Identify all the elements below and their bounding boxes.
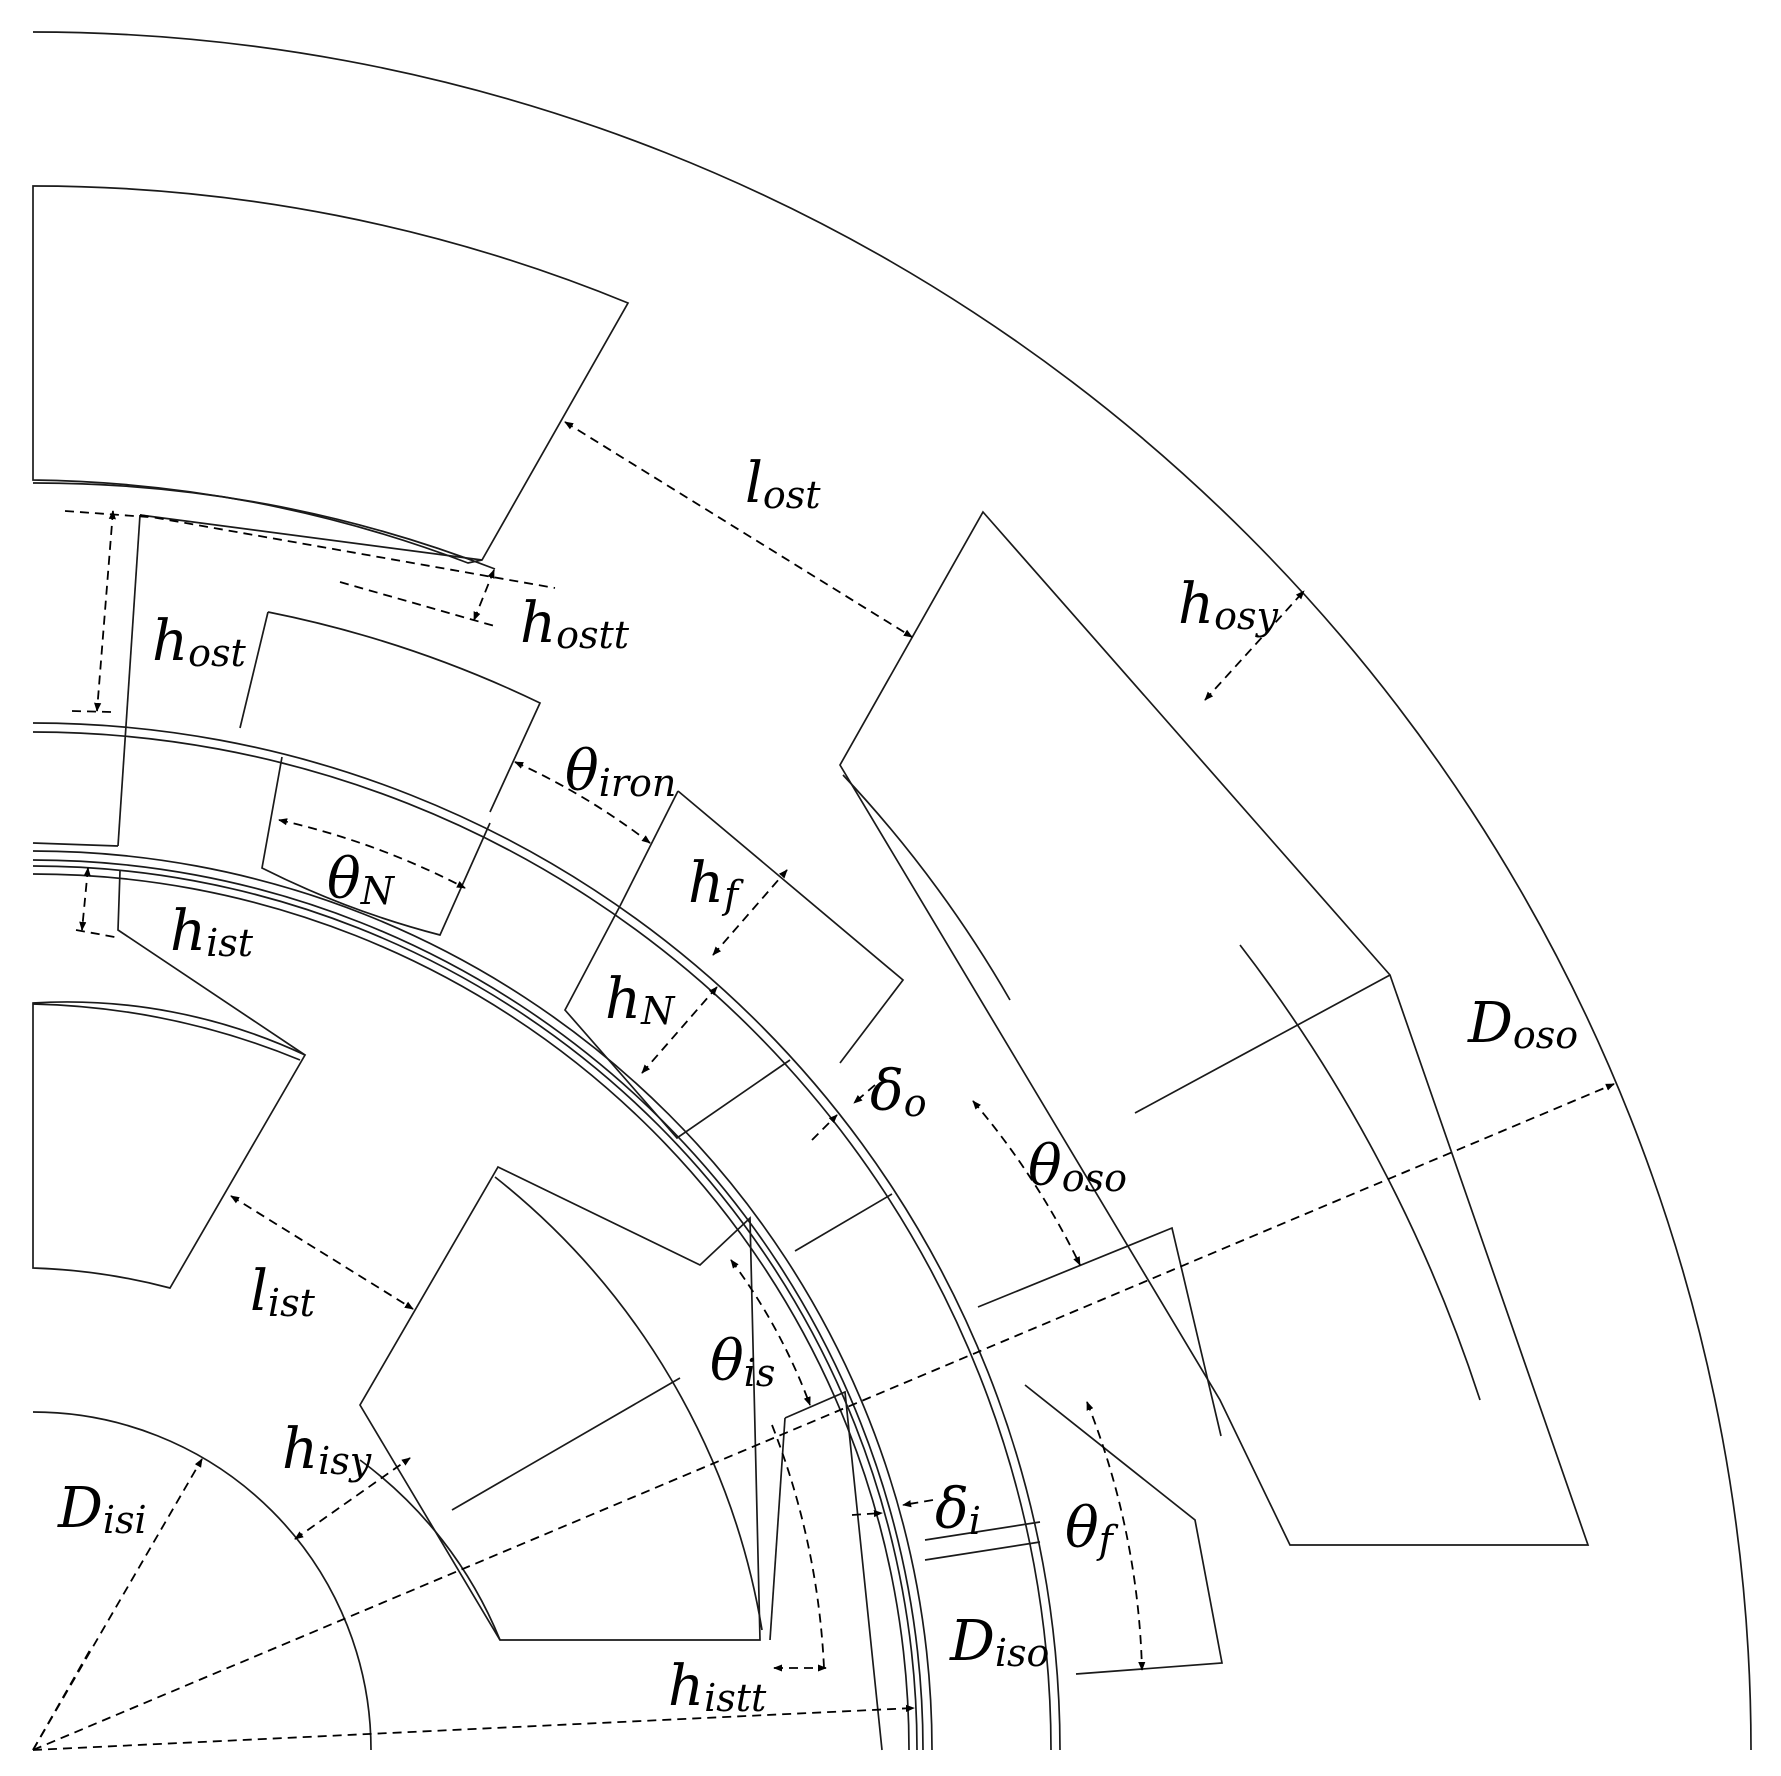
outer-stator-tooth-left-edge [117,514,141,847]
inner-slot-tooth-notch [769,1417,786,1641]
dim-delta-o-a [811,1114,838,1141]
dim-theta-oso [972,1100,1081,1266]
dim-h-istt-ext [771,1424,825,1669]
label-l-ost: lost [745,451,821,517]
dim-h-ostt-ext-2 [339,581,499,628]
dim-h-ost [94,510,116,712]
label-theta-N: θN [327,847,396,913]
dimension-lines [32,421,1615,1751]
mod-block-1-left [239,611,269,729]
mod-block-1 [267,611,542,813]
dim-D-iso [32,1704,915,1751]
mod-block-1-lower [261,756,491,937]
inner-slot-right-divider [451,1377,681,1511]
modulator-inner-arc-2 [32,859,924,1751]
inner-stator-tooth-tip-arc [32,1003,301,1061]
label-h-ist: hist [170,899,254,965]
mod-block-2-lower [563,905,791,1140]
label-h-istt: histt [668,1654,767,1720]
label-theta-is: θis [710,1329,775,1395]
outer-airgap-arc-2 [32,731,1052,1751]
inner-slot-left [32,1001,307,1289]
label-h-N: hN [605,967,676,1033]
label-delta-i: δi [935,1477,981,1543]
inner-slot-right [359,1165,761,1641]
mod-block-2 [677,790,905,1064]
inner-stator-yoke-arc [359,1459,501,1641]
mod-block-2-left [619,790,679,907]
dim-theta-iron [514,761,651,844]
label-h-f: hf [688,851,744,917]
label-D-oso: Doso [1467,991,1578,1057]
label-h-ost: host [152,609,246,675]
dim-h-N [641,986,718,1074]
dim-h-f [712,869,788,956]
dim-h-isy [294,1457,411,1540]
inner-airgap-arc-2 [32,873,910,1751]
label-h-osy: hosy [1178,572,1278,638]
dim-delta-o-b [853,1084,876,1104]
dim-h-ostt-ext-1 [139,514,556,589]
outer-stator-tooth-tip-left [139,514,483,561]
dim-theta-f [1086,1401,1146,1671]
dim-delta-i-b [902,1499,934,1508]
dim-h-ist [79,867,91,931]
outer-stator-inner-arc-right [842,774,1011,1001]
inner-stator-bore-arc [494,1176,763,1631]
dim-delta-i-a [851,1509,883,1518]
dim-l-ist [230,1195,414,1310]
shaft-arc [32,1411,372,1751]
outer-stator-bore-arc [32,482,496,570]
dimension-labels: lost hostt host hosy θiron θN hf hist hN… [57,451,1578,1720]
dim-theta-is [730,1259,811,1406]
inner-slot-tooth-left [117,870,306,1056]
dim-D-isi-2 [32,1649,91,1751]
dim-h-ostt [473,569,495,621]
inner-stator-slots [32,870,883,1751]
mod-block-4-lower [1024,1384,1224,1675]
label-D-isi: Disi [57,1476,147,1542]
inner-slot-tooth-tip-right [784,1390,883,1751]
outer-airgap-arc-1 [32,722,1061,1751]
dim-h-ost-ext-2 [71,710,113,713]
dim-theta-N [278,818,466,889]
outer-slot-top [32,185,630,564]
outer-stator-slots [32,185,1590,1546]
dim-h-ost-ext-1 [64,510,149,518]
concentric-arcs [32,31,1752,1751]
dim-D-oso [32,1083,1615,1751]
label-l-ist: list [250,1259,316,1325]
outer-stator-outer-boundary [32,31,1752,1751]
label-D-iso: Diso [949,1609,1049,1675]
dim-h-ist-ext [75,929,121,939]
label-delta-o: δo [870,1059,927,1125]
dim-h-osy [1204,590,1305,701]
label-h-isy: hisy [282,1417,372,1483]
label-theta-f: θf [1065,1496,1119,1562]
modulator-inner-arc-1 [32,850,933,1751]
dim-l-ost [564,421,913,638]
inner-airgap-arc-1 [32,865,918,1751]
label-theta-oso: θoso [1028,1134,1127,1200]
label-h-ostt: hostt [520,591,630,657]
label-theta-iron: θiron [565,739,676,805]
outer-stator-tooth-bottom [32,842,119,847]
mod-block-6-lower [924,1541,1041,1561]
mod-block-4 [977,1226,1222,1437]
mod-block-3 [794,1193,893,1252]
outer-slot-right-divider [1134,974,1391,1114]
dim-D-isi [32,1458,203,1751]
mod-block-5 [924,1521,1041,1541]
outer-stator-yoke-inner-arc [1239,944,1481,1401]
